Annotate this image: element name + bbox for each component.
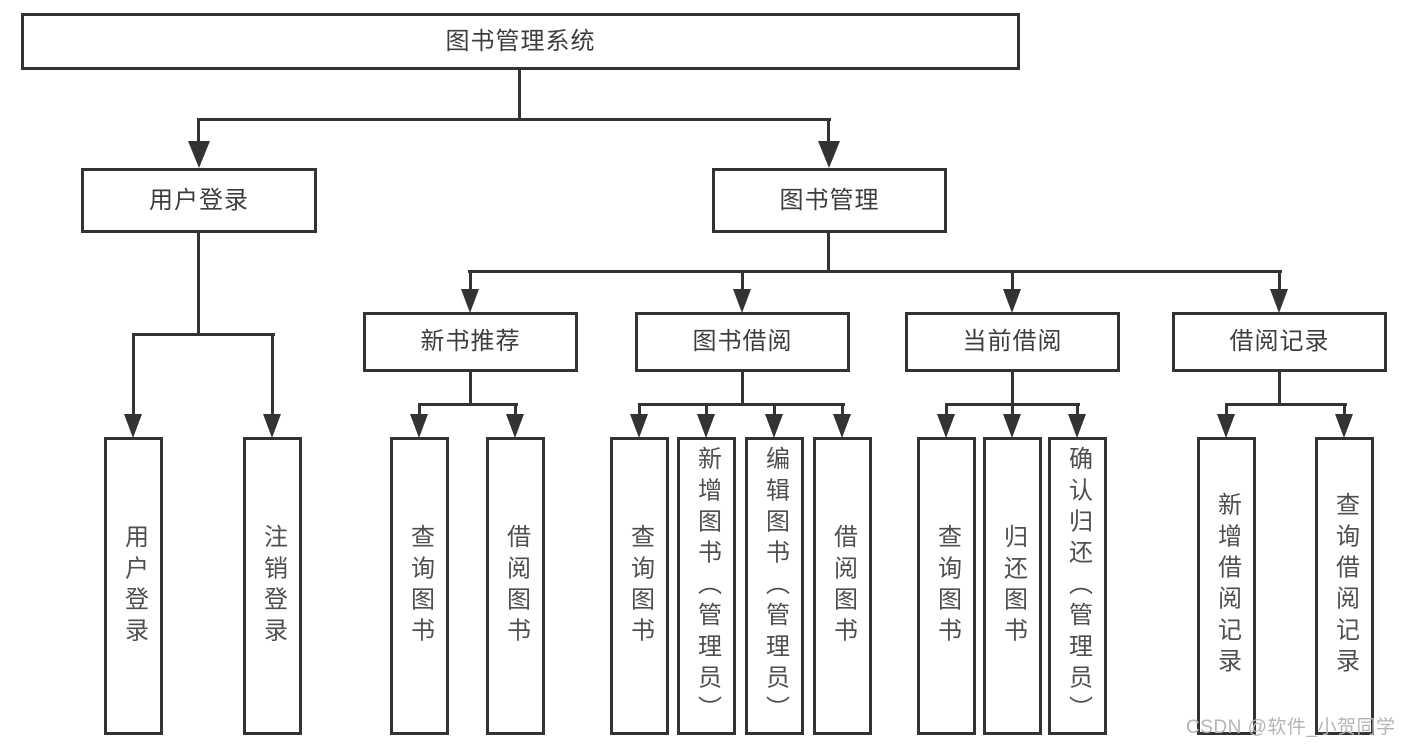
connector-line [514,406,517,416]
leaf-current-confirm-return-admin: 确认归还（管理员） [1048,437,1107,735]
connector-line [469,372,472,406]
arrowhead-down-icon [818,141,840,168]
leaf-records-query-record: 查询借阅记录 [1315,437,1374,735]
connector-line [773,406,776,416]
arrowhead-down-icon [1003,414,1021,438]
arrowhead-down-icon [833,414,851,438]
connector-line [197,121,200,144]
connector-line [1225,406,1228,416]
connector-line [827,233,830,272]
leaf-user-login: 用户登录 [104,437,163,735]
leaf-borrow-add-books-admin: 新增图书（管理员） [677,437,736,735]
connector-line [1278,273,1281,290]
connector-line [705,406,708,416]
leaf-recommend-query-books-label: 查询图书 [406,523,434,649]
connector-line [518,70,521,121]
arrowhead-down-icon [506,414,524,438]
connector-line [1011,273,1014,290]
arrowhead-down-icon [461,289,479,313]
leaf-records-add-record: 新增借阅记录 [1197,437,1256,735]
node-new-book-recommend-label: 新书推荐 [420,328,521,355]
leaf-borrow-edit-books-admin-label: 编辑图书（管理员） [761,445,789,727]
connector-line [418,406,421,416]
leaf-records-query-record-label: 查询借阅记录 [1331,492,1359,680]
connector-line [1076,406,1079,416]
node-user-login-label: 用户登录 [149,186,249,214]
connector-line [1225,403,1347,406]
arrowhead-down-icon [1335,414,1353,438]
leaf-current-return-books: 归还图书 [983,437,1042,735]
connector-line [197,118,831,121]
connector-line [1278,372,1281,406]
node-book-borrowing: 图书借阅 [635,312,850,372]
connector-line [271,336,274,416]
connector-line [418,403,518,406]
connector-line [945,403,1080,406]
connector-line [841,406,844,416]
connector-line [638,403,845,406]
arrowhead-down-icon [188,141,210,168]
arrowhead-down-icon [630,414,648,438]
leaf-recommend-query-books: 查询图书 [390,437,449,735]
leaf-logout: 注销登录 [243,437,302,735]
arrowhead-down-icon [1003,289,1021,313]
node-current-borrowing-label: 当前借阅 [962,328,1063,355]
connector-line [132,336,135,416]
arrowhead-down-icon [733,289,751,313]
leaf-borrow-borrow-books-label: 借阅图书 [829,523,857,649]
leaf-borrow-query-books: 查询图书 [610,437,669,735]
connector-line [469,273,472,290]
connector-line [945,406,948,416]
arrowhead-down-icon [1068,414,1086,438]
leaf-current-query-books: 查询图书 [917,437,976,735]
leaf-records-add-record-label: 新增借阅记录 [1213,492,1241,680]
node-borrowing-records: 借阅记录 [1172,312,1387,372]
csdn-watermark: CSDN @软件_小贺同学 [1186,717,1396,738]
leaf-borrow-edit-books-admin: 编辑图书（管理员） [745,437,804,735]
connector-line [638,406,641,416]
node-library-system-label: 图书管理系统 [445,27,596,55]
arrowhead-down-icon [263,414,281,438]
node-book-management-label: 图书管理 [779,186,880,214]
leaf-recommend-borrow-books-label: 借阅图书 [502,523,530,649]
connector-line [468,270,1282,273]
leaf-borrow-query-books-label: 查询图书 [626,523,654,649]
connector-line [1011,372,1014,406]
leaf-borrow-add-books-admin-label: 新增图书（管理员） [693,445,721,727]
node-borrowing-records-label: 借阅记录 [1229,328,1330,355]
leaf-user-login-label: 用户登录 [120,523,148,649]
connector-line [741,372,744,406]
node-library-system: 图书管理系统 [21,13,1020,70]
node-user-login: 用户登录 [81,168,317,233]
arrowhead-down-icon [1217,414,1235,438]
connector-line [1343,406,1346,416]
leaf-current-return-books-label: 归还图书 [999,523,1027,649]
leaf-logout-label: 注销登录 [259,523,287,649]
arrowhead-down-icon [937,414,955,438]
connector-line [132,333,275,336]
leaf-borrow-borrow-books: 借阅图书 [813,437,872,735]
node-book-borrowing-label: 图书借阅 [692,328,793,355]
connector-line [197,233,200,335]
leaf-current-confirm-return-admin-label: 确认归还（管理员） [1064,445,1092,727]
connector-line [827,121,830,144]
leaf-current-query-books-label: 查询图书 [933,523,961,649]
node-book-management: 图书管理 [712,168,947,233]
arrowhead-down-icon [124,414,142,438]
connector-line [741,273,744,290]
leaf-recommend-borrow-books: 借阅图书 [486,437,545,735]
node-current-borrowing: 当前借阅 [905,312,1120,372]
connector-line [1011,406,1014,416]
arrowhead-down-icon [1270,289,1288,313]
arrowhead-down-icon [697,414,715,438]
arrowhead-down-icon [410,414,428,438]
arrowhead-down-icon [765,414,783,438]
node-new-book-recommend: 新书推荐 [363,312,578,372]
